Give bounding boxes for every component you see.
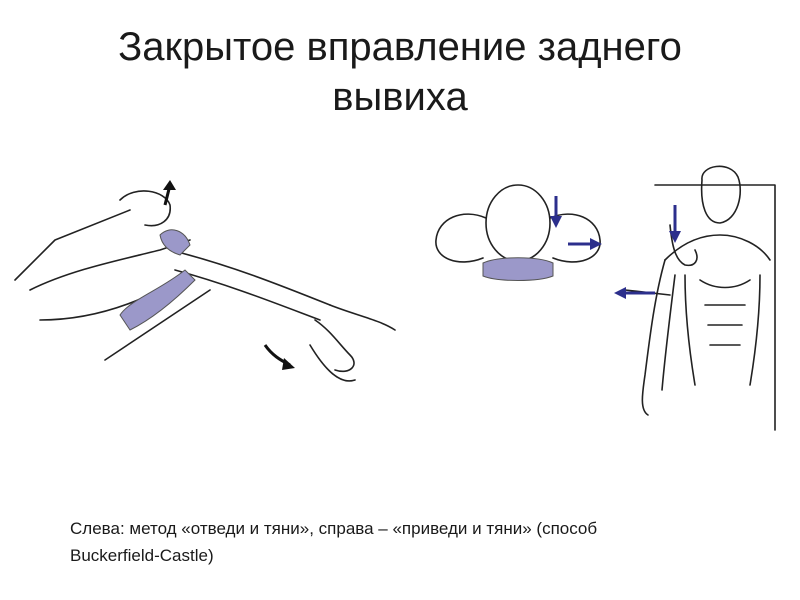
- adduct-and-pull-illustration: [614, 165, 776, 431]
- top-view-illustration: [435, 184, 602, 281]
- slide-title: Закрытое вправление заднего вывиха: [60, 22, 740, 122]
- abduct-and-pull-illustration: [14, 180, 396, 382]
- caption-line-1: Слева: метод «отведи и тяни», справа – «…: [70, 519, 598, 538]
- support-pad: [482, 257, 554, 281]
- shoulder-pad: [119, 269, 196, 331]
- head-pad: [159, 229, 191, 256]
- arrow-icon: [669, 205, 681, 243]
- arrow-icon: [568, 238, 602, 250]
- caption-line-2: Buckerfield-Castle): [70, 546, 214, 565]
- slide-title-text: Закрытое вправление заднего вывиха: [118, 25, 682, 119]
- arrow-icon: [163, 180, 176, 206]
- figure-caption: Слева: метод «отведи и тяни», справа – «…: [70, 515, 730, 569]
- arrow-icon: [614, 287, 655, 299]
- arrow-icon: [263, 344, 295, 370]
- arrow-icon: [550, 196, 562, 228]
